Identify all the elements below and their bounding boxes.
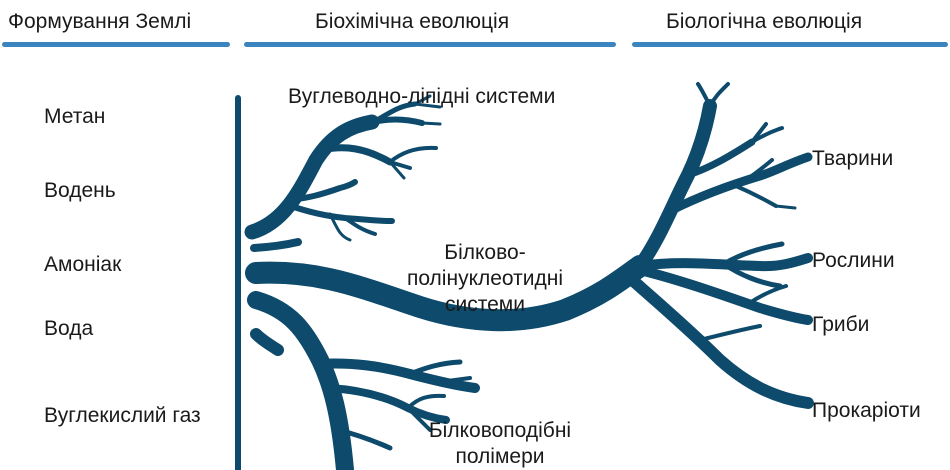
stage-earth-formation-line <box>2 42 230 47</box>
substance-carbon-dioxide: Вуглекислий газ <box>44 404 201 427</box>
small-stub-1 <box>250 238 302 252</box>
substance-hydrogen: Водень <box>44 179 116 202</box>
substance-methane: Метан <box>44 105 106 128</box>
small-stub-2 <box>250 328 284 356</box>
stage-biological-title: Біологічна еволюція <box>666 10 863 33</box>
stage-earth-formation-title: Формування Землі <box>8 10 192 33</box>
substance-ammonia: Амоніак <box>44 253 122 276</box>
stage-biochemical-title: Біохімічна еволюція <box>315 10 510 33</box>
main-trunk <box>245 255 651 332</box>
upper-branch <box>244 114 380 240</box>
label-protein-like-polymers: Білковоподібні полімери <box>428 419 572 468</box>
organism-prokaryotes: Прокаріоти <box>812 399 921 422</box>
organism-fungi: Гриби <box>812 313 870 336</box>
stage-biological-line <box>632 42 948 47</box>
substance-water: Вода <box>44 317 94 340</box>
label-carbohydrate-lipid-systems: Вуглеводно-ліпідні системи <box>288 85 556 108</box>
stage-biochemical-line <box>244 42 616 47</box>
organism-plants: Рослини <box>812 249 895 272</box>
organism-animals: Тварини <box>812 147 894 170</box>
label-protein-polynucleotide-systems: Білково-полінуклеотидні системи <box>406 241 564 316</box>
